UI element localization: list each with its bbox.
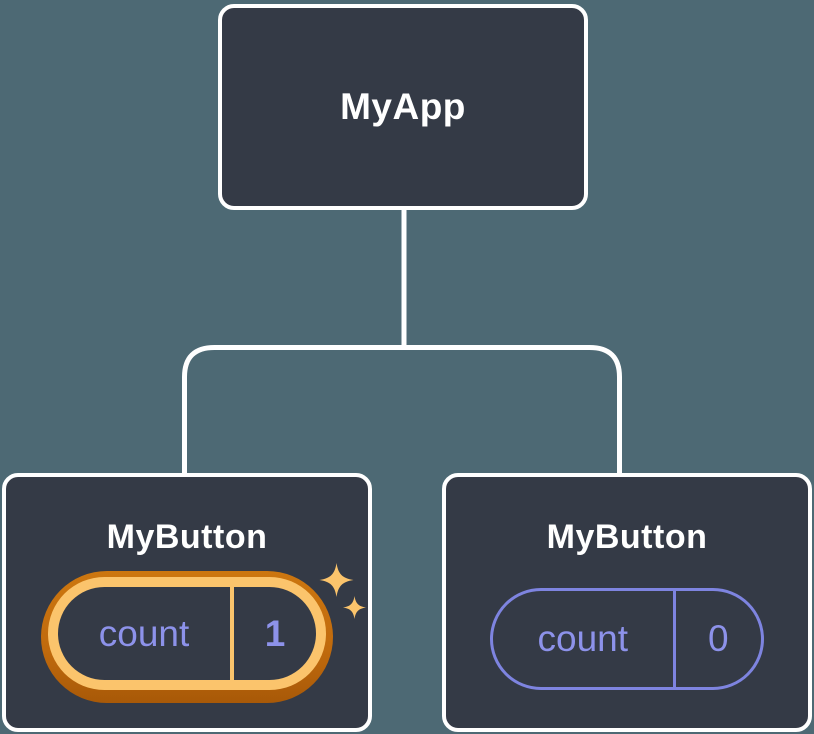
sparkle-large xyxy=(319,563,354,597)
pill-divider xyxy=(230,587,235,680)
branch-bracket-line xyxy=(182,345,622,474)
state-name: count xyxy=(537,618,629,659)
state-pill-ring: count 1 xyxy=(48,577,326,690)
state-pill-highlighted: count 1 xyxy=(41,571,333,703)
pill-divider xyxy=(672,591,676,687)
node-title: MyApp xyxy=(340,86,466,127)
state-value: 1 xyxy=(264,612,286,654)
sparkle-small xyxy=(343,596,366,619)
state-pill-plain: count 0 xyxy=(490,588,764,690)
state-value: 0 xyxy=(707,618,729,659)
node-myapp: MyApp xyxy=(218,4,588,210)
node-mybutton-1: MyButton count 1 xyxy=(2,473,372,732)
state-name: count xyxy=(98,612,190,654)
state-pill-body: count 1 xyxy=(58,587,316,680)
node-title: MyButton xyxy=(106,518,268,556)
node-mybutton-2: MyButton count 0 xyxy=(442,473,812,732)
sparkles-icon xyxy=(319,563,366,619)
node-title: MyButton xyxy=(546,518,708,556)
